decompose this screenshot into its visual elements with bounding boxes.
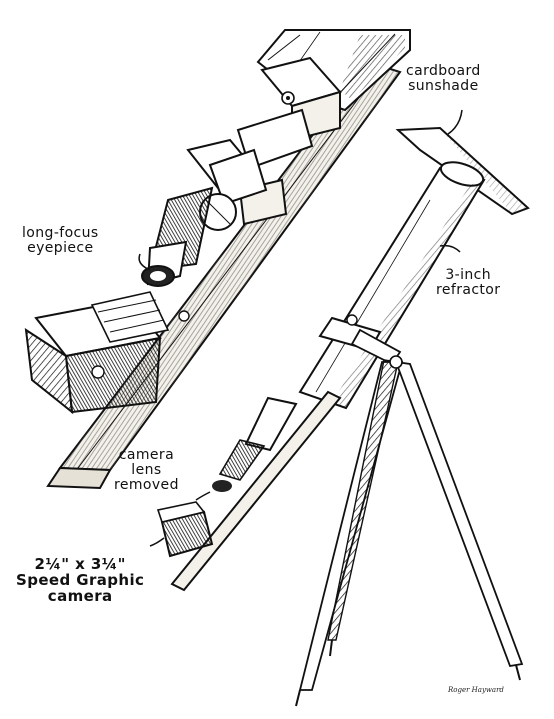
label-sunshade: cardboard sunshade [406,63,481,94]
closeup-drawtube [199,108,314,231]
label-lens-removed: camera lens removed [114,447,179,493]
label-refractor: 3-inch refractor [436,267,501,298]
sunshade-arrow [447,109,463,135]
small-board [170,390,342,592]
tripod [295,355,524,707]
label-eyepiece: long-focus eyepiece [22,225,99,256]
camera-arrow [149,537,165,547]
artist-signature: Roger Hayward [448,686,504,694]
leader-lines [138,109,463,547]
small-camera [156,501,214,558]
refractor-tube [298,161,486,410]
eyepiece-arrow [138,253,151,271]
lens-arrow [195,491,211,501]
closeup-board [46,60,402,490]
refractor-arrow [439,244,461,253]
closeup-camera [24,291,190,415]
label-camera: 2¼" x 3¼" Speed Graphic camera [16,555,145,605]
long-focus-eyepiece [141,186,214,287]
small-drawtube-and-eyepiece [212,396,298,492]
